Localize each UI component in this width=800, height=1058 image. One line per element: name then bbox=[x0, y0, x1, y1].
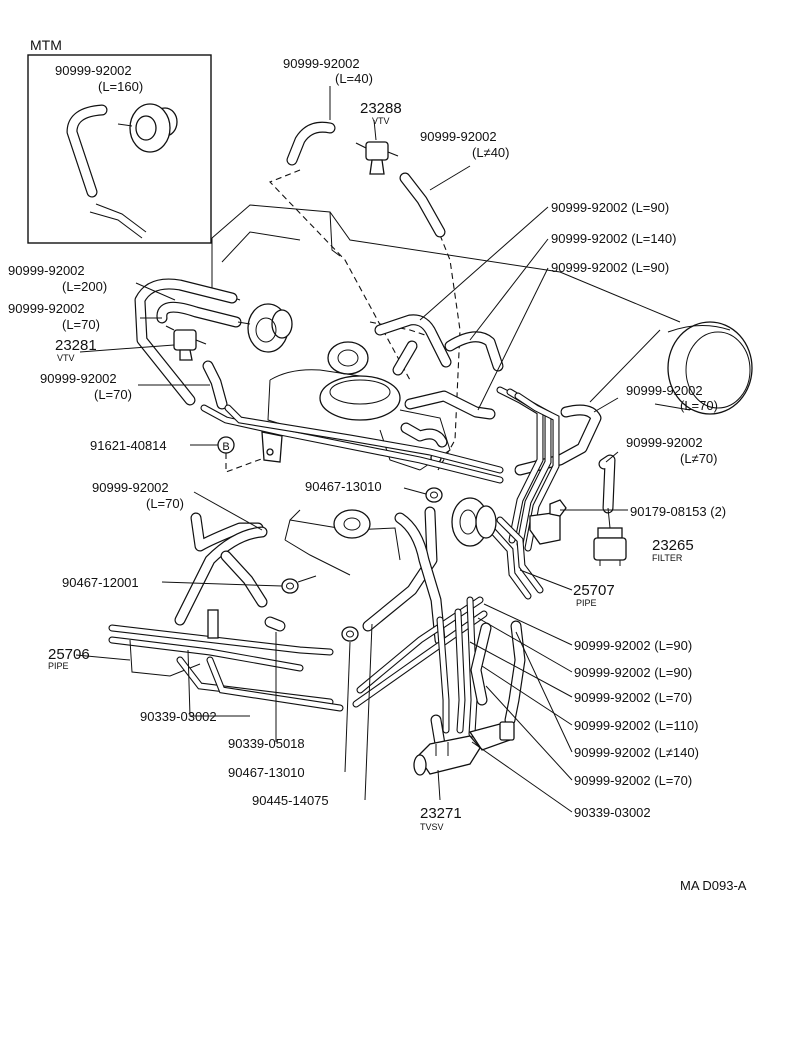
label-left-3-length: (L=70) bbox=[94, 387, 132, 402]
label-bottom-right-1: 90999-92002 (L=90) bbox=[574, 638, 692, 653]
label-top-hose-b-part: 90999-92002 bbox=[420, 129, 497, 144]
label-vtv-left-part: 23281 bbox=[55, 337, 97, 354]
label-filter-part: 23265 bbox=[652, 537, 694, 554]
hose-far-right-a bbox=[514, 404, 602, 476]
label-left-3-part: 90999-92002 bbox=[40, 371, 117, 386]
top-hose-b bbox=[399, 172, 446, 238]
label-bottom-left-3: 90467-13010 bbox=[228, 765, 305, 780]
label-bottom-right-7: 90339-03002 bbox=[574, 805, 651, 820]
label-right-4-length: (L=70) bbox=[680, 398, 718, 413]
label-mid-left-part: 90999-92002 bbox=[92, 480, 169, 495]
label-mid-left-length: (L=70) bbox=[146, 496, 184, 511]
label-pipe-right-sub: PIPE bbox=[576, 598, 597, 608]
inset-frame bbox=[27, 54, 212, 244]
label-vtv-top-part: 23288 bbox=[360, 100, 402, 117]
carburetor-top bbox=[319, 375, 401, 421]
label-bottom-right-6: 90999-92002 (L=70) bbox=[574, 773, 692, 788]
label-right-2: 90999-92002 (L=140) bbox=[551, 231, 676, 246]
label-tvsv-sub: TVSV bbox=[420, 822, 444, 832]
label-right-4-part: 90999-92002 bbox=[626, 383, 703, 398]
label-bottom-right-3: 90999-92002 (L=70) bbox=[574, 690, 692, 705]
label-bottom-right-5: 90999-92002 (L≠140) bbox=[574, 745, 699, 760]
label-vtv-left-sub: VTV bbox=[57, 353, 75, 363]
mid-left-hose-b bbox=[220, 550, 268, 608]
mtm-inset: MTM 90999-92002 (L=160) bbox=[27, 37, 212, 244]
left-hose-short bbox=[156, 301, 242, 328]
label-bolt-part: 91621-40814 bbox=[90, 438, 167, 453]
label-right-5-length: (L≠70) bbox=[680, 451, 717, 466]
label-nut-part: 90179-08153 (2) bbox=[630, 504, 726, 519]
left-hose-long bbox=[134, 278, 238, 406]
leader-lines bbox=[75, 86, 628, 813]
label-right-3: 90999-92002 (L=90) bbox=[551, 260, 669, 275]
label-pipe-left-part: 25706 bbox=[48, 646, 90, 663]
label-top-hose-a-length: (L=40) bbox=[335, 71, 373, 86]
label-filter-sub: FILTER bbox=[652, 553, 683, 563]
clamp-mid bbox=[425, 487, 443, 503]
hose-right-3 bbox=[444, 331, 504, 372]
nut-bracket bbox=[529, 499, 567, 545]
label-pipe-right-part: 25707 bbox=[573, 582, 615, 599]
hose-right-1 bbox=[374, 314, 452, 368]
bolt-bracket: B bbox=[217, 431, 283, 473]
label-bottom-left-4: 90445-14075 bbox=[252, 793, 329, 808]
filter-part bbox=[593, 507, 627, 566]
lower-pipe-bundle bbox=[352, 596, 488, 738]
clamp-lower bbox=[341, 626, 359, 642]
label-bottom-right-2: 90999-92002 (L=90) bbox=[574, 665, 692, 680]
center-long-hose bbox=[362, 506, 438, 632]
air-cleaner-housing bbox=[667, 321, 753, 415]
label-left-2-part: 90999-92002 bbox=[8, 301, 85, 316]
small-hose-stub bbox=[264, 616, 286, 632]
hose-right-2 bbox=[392, 340, 418, 376]
mid-left-hose bbox=[190, 512, 264, 552]
label-bottom-right-4: 90999-92002 (L=110) bbox=[574, 718, 698, 733]
center-hose-b bbox=[394, 512, 446, 646]
top-hose-a bbox=[286, 121, 336, 166]
label-left-1-part: 90999-92002 bbox=[8, 263, 85, 278]
label-bottom-left-2: 90339-05018 bbox=[228, 736, 305, 751]
upper-pipe-bundle bbox=[200, 386, 560, 600]
right-diaphragm bbox=[451, 497, 497, 547]
vtv-left bbox=[165, 325, 207, 361]
inset-bracket bbox=[89, 203, 147, 239]
inset-valve bbox=[117, 103, 178, 153]
clip-90467-12001 bbox=[281, 575, 317, 594]
label-left-2-length: (L=70) bbox=[62, 317, 100, 332]
label-right-5-part: 90999-92002 bbox=[626, 435, 703, 450]
lower-right-hoses bbox=[430, 620, 526, 750]
vtv-top bbox=[355, 141, 399, 175]
label-top-hose-a-part: 90999-92002 bbox=[283, 56, 360, 71]
inset-title: MTM bbox=[30, 37, 62, 53]
hose-right-4 bbox=[404, 390, 496, 420]
pipe-25706 bbox=[108, 609, 344, 712]
tvsv-part bbox=[413, 721, 515, 776]
left-hose-lower bbox=[202, 360, 228, 410]
hose-far-right-b bbox=[598, 454, 616, 514]
label-right-1: 90999-92002 (L=90) bbox=[551, 200, 669, 215]
label-pipe-left-sub: PIPE bbox=[48, 661, 69, 671]
diagram-code: MA D093-A bbox=[680, 878, 747, 893]
label-top-hose-b-length: (L≠40) bbox=[472, 145, 509, 160]
mid-left-hose-loop bbox=[174, 526, 268, 626]
part-labels: 90999-92002 (L=40) 23288 VTV 90999-92002… bbox=[8, 56, 747, 893]
label-bottom-left-1: 90339-03002 bbox=[140, 709, 217, 724]
engine-outline bbox=[211, 204, 753, 576]
label-clip-part: 90467-12001 bbox=[62, 575, 139, 590]
lower-valve bbox=[333, 509, 371, 539]
label-left-1-length: (L=200) bbox=[62, 279, 107, 294]
label-tvsv-part: 23271 bbox=[420, 805, 462, 822]
label-clamp-mid: 90467-13010 bbox=[305, 479, 382, 494]
bolt-marker-letter: B bbox=[222, 441, 229, 453]
inset-length-label: (L=160) bbox=[98, 79, 143, 94]
inset-hose bbox=[66, 104, 108, 198]
inset-part-label: 90999-92002 bbox=[55, 63, 132, 78]
center-diaphragm bbox=[327, 341, 369, 375]
label-vtv-top-sub: VTV bbox=[372, 116, 390, 126]
left-diaphragm bbox=[237, 303, 293, 353]
